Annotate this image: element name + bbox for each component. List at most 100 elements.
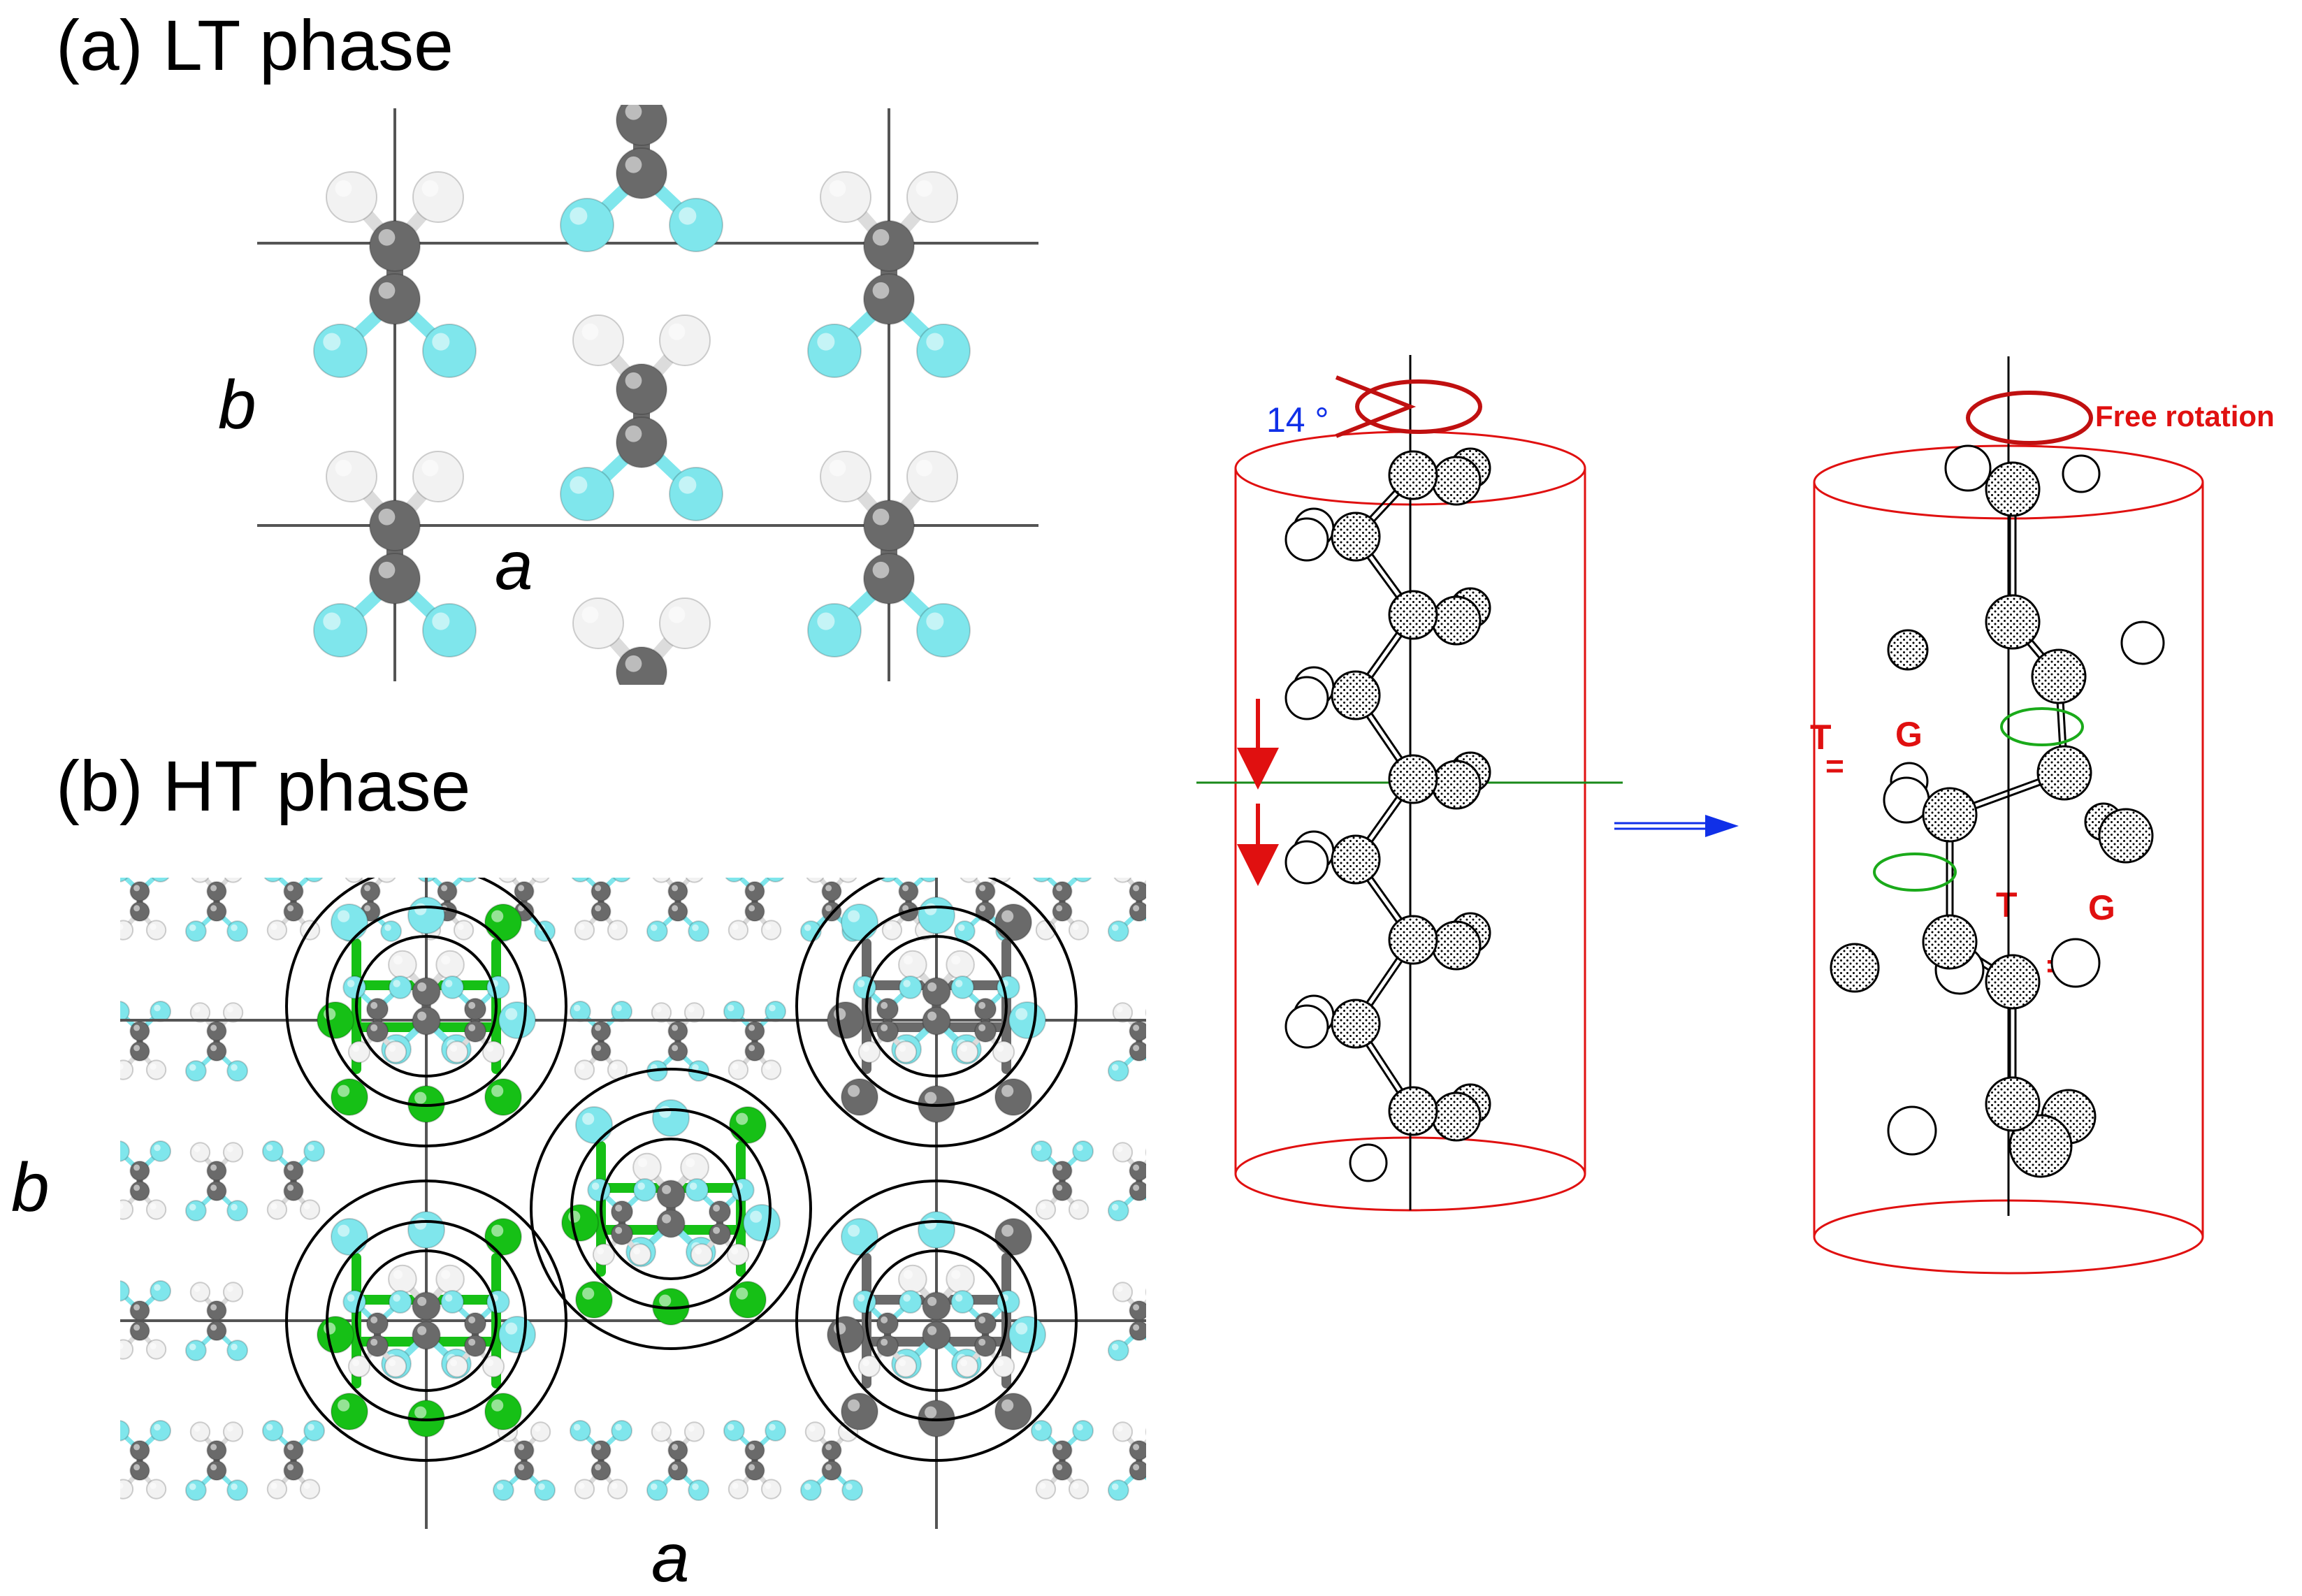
hydrogen-atom bbox=[1145, 1148, 1146, 1156]
hydrogen-atom bbox=[1284, 840, 1329, 885]
carbon-atom bbox=[616, 646, 667, 685]
fluorine-atom bbox=[920, 878, 939, 883]
fluorine-atom bbox=[612, 878, 631, 883]
ht-chain-cylinder bbox=[1813, 356, 2204, 1275]
carbon-atom bbox=[1388, 590, 1438, 640]
hydrogen-atom bbox=[839, 878, 857, 883]
hydrogen-atom bbox=[120, 1199, 134, 1220]
cylindrical-envelope bbox=[865, 935, 1008, 1078]
cylindrical-envelope bbox=[285, 878, 567, 1147]
hydrogen-atom bbox=[806, 878, 825, 883]
hydrogen-atom bbox=[191, 878, 210, 883]
disordered-chain bbox=[317, 1211, 536, 1437]
fluorine-atom bbox=[1073, 878, 1092, 883]
hydrogen-atom bbox=[120, 1059, 134, 1080]
fluorine-atom bbox=[1431, 456, 1482, 506]
libration-ellipse bbox=[1355, 379, 1482, 434]
cylindrical-envelope bbox=[795, 878, 1078, 1147]
ht-unit-cell bbox=[120, 878, 1146, 1529]
fluorine-atom bbox=[1032, 878, 1051, 883]
fluorine-atom bbox=[2008, 1114, 2073, 1178]
cylindrical-envelope bbox=[285, 1180, 567, 1462]
fluorine-atom bbox=[120, 1001, 130, 1022]
hydrogen-atom bbox=[1944, 444, 1992, 492]
panel-a-title: (a) LT phase bbox=[56, 6, 454, 85]
carbon-atom bbox=[1388, 450, 1438, 500]
carbon-atom bbox=[2036, 745, 2092, 801]
panel-b-axis-b: b bbox=[11, 1149, 50, 1226]
cylindrical-envelope bbox=[836, 906, 1037, 1107]
carbon-atom bbox=[1388, 915, 1438, 965]
angle-label: 14 ° bbox=[1266, 400, 1329, 440]
cylindrical-envelope bbox=[530, 1068, 812, 1350]
hydrogen-atom bbox=[1145, 1288, 1146, 1296]
fluorine-atom bbox=[151, 878, 170, 883]
angle-wedge bbox=[1335, 375, 1417, 438]
hydrogen-atom bbox=[960, 878, 978, 883]
hydrogen-atom bbox=[1883, 776, 1930, 824]
panel-a-axis-b: b bbox=[218, 366, 256, 443]
hydrogen-atom bbox=[1284, 676, 1329, 720]
conformation-2-right: G bbox=[2088, 888, 2115, 927]
carbon-atom bbox=[1985, 461, 2041, 517]
hydrogen-atom bbox=[1349, 1143, 1388, 1182]
panel-b-axis-a: a bbox=[651, 1519, 690, 1596]
hydrogen-atom bbox=[120, 1479, 134, 1500]
hydrogen-atom bbox=[120, 1339, 134, 1360]
conformation-2-left: T bbox=[1996, 885, 2018, 924]
cylindrical-envelope bbox=[865, 1249, 1008, 1392]
local-rotation-ellipse bbox=[1873, 853, 1957, 892]
carbon-atom bbox=[1985, 954, 2041, 1010]
cylindrical-envelope bbox=[570, 1108, 772, 1310]
hydrogen-atom bbox=[1113, 878, 1132, 883]
cylindrical-envelope bbox=[326, 906, 527, 1107]
hydrogen-atom bbox=[652, 878, 671, 883]
fluorine-atom bbox=[878, 878, 897, 883]
conformation-1-right: G bbox=[1895, 715, 1923, 754]
fluorine-atom bbox=[263, 878, 282, 883]
carbon-atom bbox=[1388, 754, 1438, 804]
carbon-atom bbox=[1922, 787, 1978, 843]
hydrogen-atom bbox=[498, 878, 517, 883]
cylindrical-envelope bbox=[600, 1138, 742, 1280]
carbon-atom bbox=[1331, 999, 1381, 1049]
fluorine-atom bbox=[1431, 760, 1482, 810]
hydrogen-atom bbox=[2062, 454, 2101, 493]
lt-unit-cell bbox=[257, 105, 1038, 685]
fluorine-atom bbox=[766, 878, 785, 883]
carbon-atom bbox=[1985, 594, 2041, 650]
fluorine-atom bbox=[1431, 595, 1482, 646]
fluorine-atom bbox=[725, 878, 744, 883]
hydrogen-atom bbox=[1145, 1428, 1146, 1436]
fluorine-atom bbox=[2098, 808, 2154, 864]
hydrogen-atom bbox=[345, 878, 363, 883]
carbon-atom bbox=[2031, 648, 2087, 704]
local-rotation-ellipse bbox=[2000, 707, 2084, 746]
fluorine-atom bbox=[1431, 920, 1482, 971]
hydrogen-atom bbox=[377, 878, 396, 883]
transition-arrow-head bbox=[1705, 815, 1739, 837]
hydrogen-atom bbox=[120, 920, 134, 941]
hydrogen-atom bbox=[1284, 1004, 1329, 1049]
cylindrical-envelope bbox=[326, 1220, 527, 1421]
fluorine-atom bbox=[1431, 1091, 1482, 1142]
hydrogen-atom bbox=[2050, 938, 2101, 988]
hydrogen-atom bbox=[531, 878, 550, 883]
carbon-atom bbox=[1922, 914, 1978, 970]
fluorine-atom bbox=[458, 878, 477, 883]
carbon-atom bbox=[1331, 670, 1381, 720]
panel-b-title: (b) HT phase bbox=[56, 746, 471, 826]
fluorine-atom bbox=[120, 1420, 130, 1442]
fluorine-atom bbox=[120, 1280, 130, 1302]
cylindrical-envelope bbox=[836, 1220, 1037, 1421]
fluorine-atom bbox=[120, 1140, 130, 1162]
hydrogen-atom bbox=[1284, 517, 1329, 562]
panel-a-axis-a: a bbox=[495, 527, 533, 604]
hydrogen-atom bbox=[2120, 621, 2165, 665]
free-rotation-ellipse bbox=[1966, 391, 2093, 445]
cylindrical-envelope bbox=[355, 1249, 498, 1392]
cylindrical-envelope bbox=[355, 935, 498, 1078]
